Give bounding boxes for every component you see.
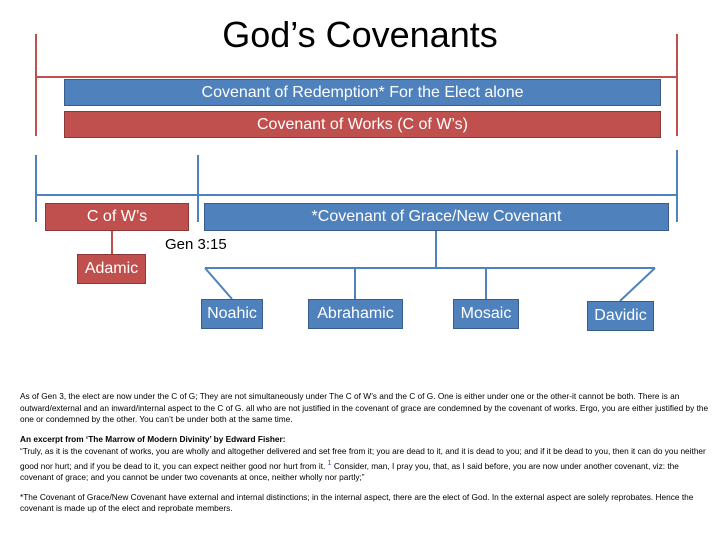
covenant-of-redemption-bar: Covenant of Redemption* For the Elect al…: [64, 79, 661, 106]
c-of-ws-box: C of W’s: [45, 203, 189, 231]
covenant-of-grace-box: *Covenant of Grace/New Covenant: [204, 203, 669, 231]
slide-title: God’s Covenants: [222, 14, 498, 55]
excerpt-heading: An excerpt from ‘The Marrow of Modern Di…: [20, 434, 286, 445]
quote-part-1: “Truly, as it is the covenant of works, …: [20, 445, 706, 471]
gen-3-15-label: Gen 3:15: [165, 236, 227, 253]
noahic-box: Noahic: [201, 299, 263, 329]
notes: As of Gen 3, the elect are now under the…: [20, 391, 710, 523]
abrahamic-box: Abrahamic: [308, 299, 403, 329]
red-bracket: [35, 34, 678, 254]
blue-bracket: [35, 150, 678, 302]
note-paragraph-3: *The Covenant of Grace/New Covenant have…: [20, 491, 694, 514]
quote-part-2: Consider, man, I pray you, that, as I sa…: [20, 460, 679, 482]
footnote-link[interactable]: 1: [327, 459, 332, 467]
note-paragraph-1: As of Gen 3, the elect are now under the…: [20, 391, 709, 425]
adamic-box: Adamic: [77, 254, 146, 284]
mosaic-box: Mosaic: [453, 299, 519, 329]
davidic-box: Davidic: [587, 301, 654, 331]
covenant-of-works-bar: Covenant of Works (C of W’s): [64, 111, 661, 138]
